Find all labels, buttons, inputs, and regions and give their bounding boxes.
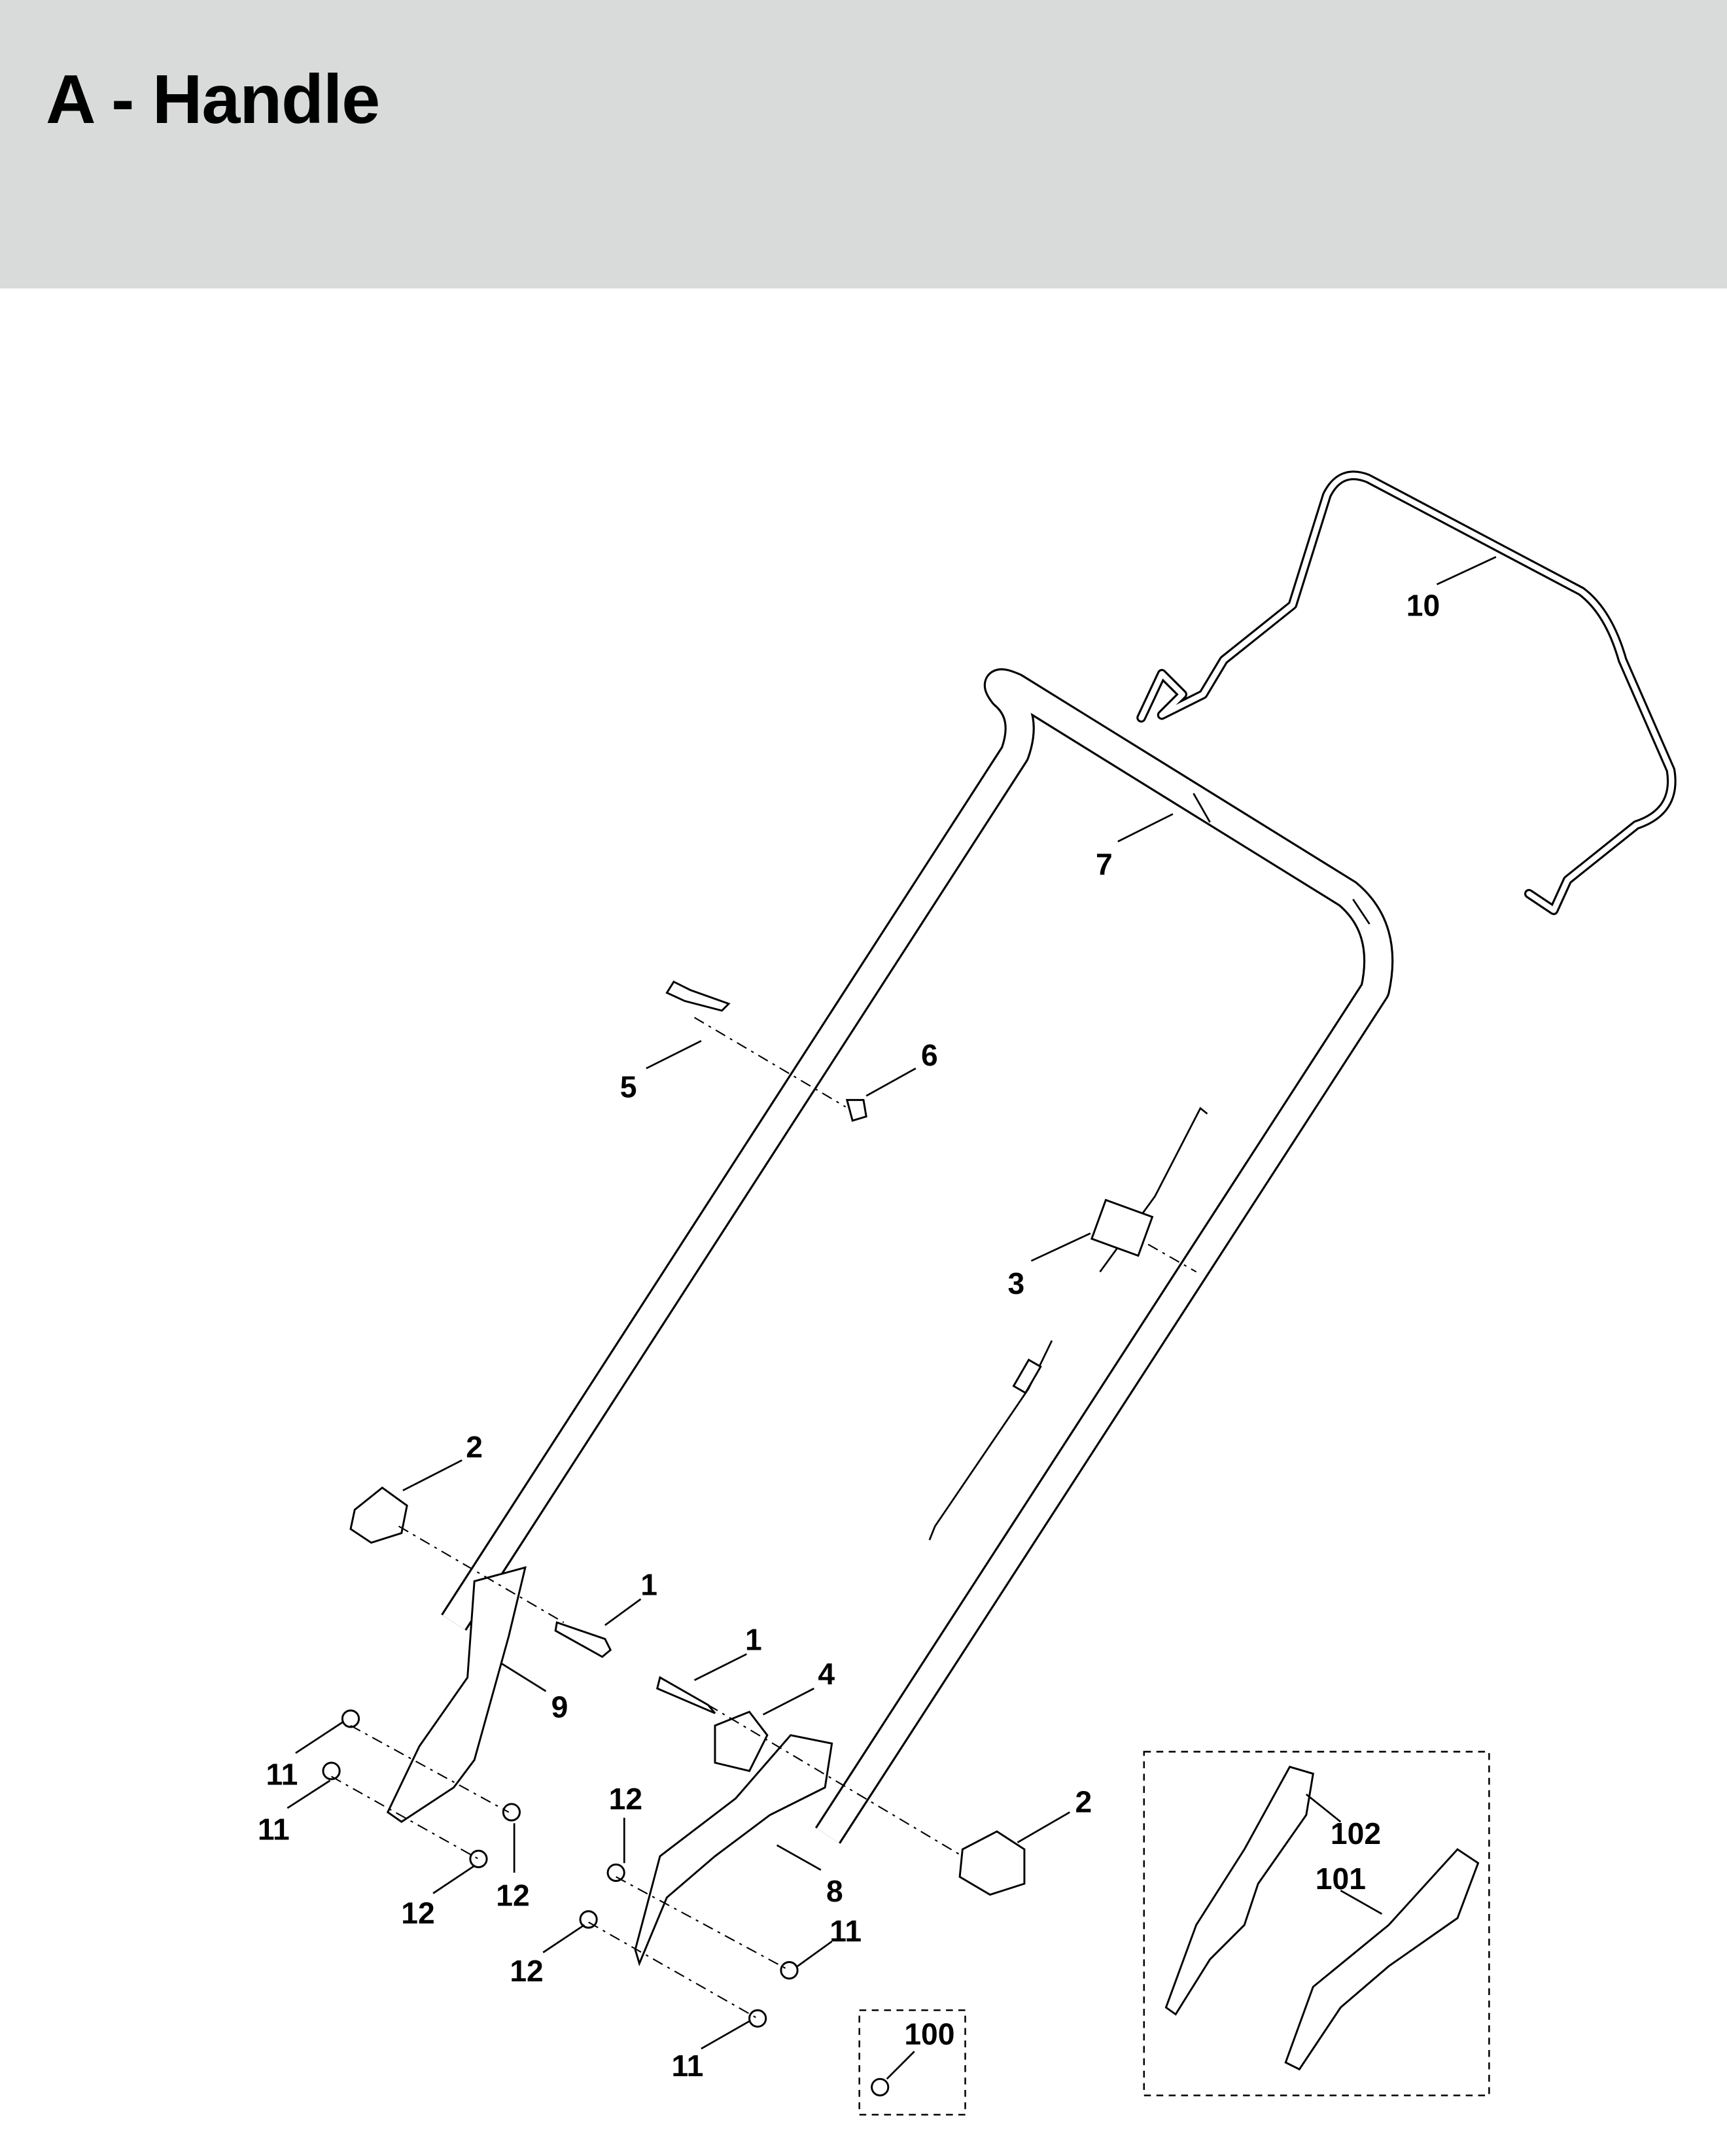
handle-tube [441,668,1394,1844]
callout-3: 3 [1007,1266,1024,1300]
page-title: A - Handle [46,61,380,138]
callout-12: 12 [401,1896,434,1930]
bail-bar [1136,470,1677,915]
optional-bracket-box [1143,1750,1490,2096]
small-parts [322,980,1026,2096]
callout-11: 11 [266,1757,298,1791]
callout-11: 11 [258,1812,290,1846]
callout-2: 2 [466,1430,483,1464]
callout-7: 7 [1096,847,1113,881]
callout-2: 2 [1075,1784,1092,1818]
callout-1: 1 [640,1567,657,1601]
leader-lines [287,556,1497,2080]
callout-11: 11 [672,2049,704,2083]
callout-9: 9 [551,1690,568,1724]
callout-101: 101 [1316,1862,1366,1896]
callout-100: 100 [904,2017,954,2051]
header-bar [0,0,1727,288]
cable-parts [928,1107,1208,1540]
callout-102: 102 [1331,1817,1381,1851]
callout-11: 11 [829,1914,862,1948]
callout-1: 1 [745,1622,762,1656]
callout-8: 8 [826,1874,843,1908]
optional-part-box [858,2009,966,2116]
callout-6: 6 [921,1038,938,1072]
callout-10: 10 [1406,589,1440,623]
callout-labels: 10 7 6 5 3 2 1 1 4 9 11 11 12 2 102 101 … [258,589,1440,2083]
callout-12: 12 [510,1954,543,1988]
callout-12: 12 [609,1782,642,1816]
callout-5: 5 [620,1069,637,1104]
callout-12: 12 [496,1878,529,1912]
callout-4: 4 [818,1657,835,1691]
